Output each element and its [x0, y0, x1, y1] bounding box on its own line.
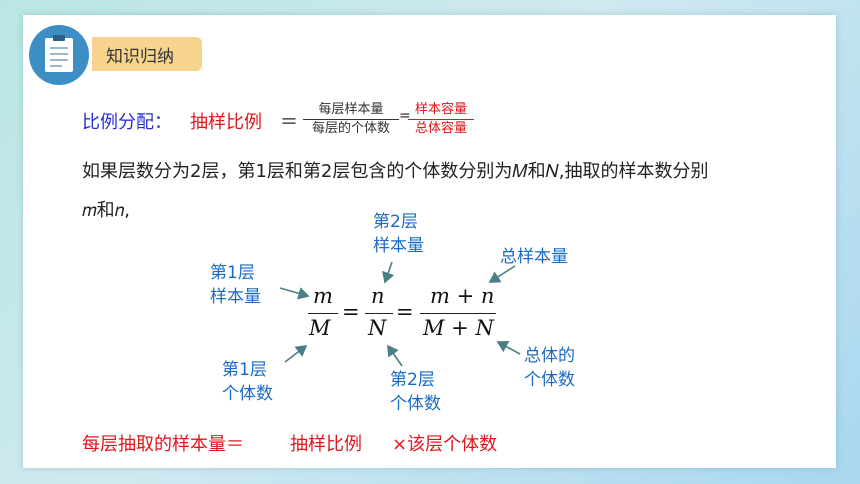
fraction1-denominator: 每层的个体数	[311, 121, 390, 136]
fraction-sample-per-layer: 每层样本量 每层的个体数	[303, 102, 399, 137]
arrow-total-pop	[496, 340, 521, 355]
arrow-layer2-sample	[382, 261, 395, 284]
clipboard-icon	[29, 25, 89, 85]
eq-bar-3	[420, 313, 496, 314]
eq-equals-2: =	[396, 300, 414, 324]
paragraph-line-2: 𝑚和𝑛,	[82, 200, 131, 221]
arrow-total-sample	[488, 265, 516, 283]
eq-m-plus-n: m + n	[430, 284, 495, 308]
section-title-tag: 知识归纳	[92, 37, 202, 71]
eq-equals-1: =	[342, 300, 360, 324]
annotation-total-sample: 总样本量	[500, 247, 568, 267]
eq-bar-1	[308, 313, 338, 314]
formula-equals: ＝	[280, 112, 298, 133]
formula-label: 比例分配：	[82, 112, 172, 133]
section-title: 知识归纳	[106, 47, 174, 67]
eq-N: N	[368, 316, 387, 340]
arrow-layer1-sample	[279, 287, 310, 300]
eq-M: M	[309, 316, 331, 340]
annotation-layer2-pop: 第2层 个体数	[390, 370, 441, 414]
eq-M-plus-N: M + N	[423, 316, 494, 340]
fraction2-denominator: 总体容量	[414, 121, 467, 136]
fraction1-numerator: 每层样本量	[318, 102, 384, 117]
annotation-layer1-sample: 第1层 样本量	[210, 263, 261, 307]
annotation-layer1-pop: 第1层 个体数	[222, 360, 273, 404]
fraction2-numerator: 样本容量	[414, 102, 467, 117]
content-card	[23, 15, 836, 468]
eq-n: n	[371, 284, 385, 308]
formula-term: 抽样比例	[190, 112, 262, 133]
formula-equals-2: =	[399, 108, 411, 124]
bottom-line-part2: 抽样比例	[290, 434, 362, 455]
annotation-total-pop: 总体的 个体数	[524, 346, 575, 390]
eq-m: m	[313, 284, 333, 308]
bottom-line-part3: ×该层个体数	[392, 434, 498, 455]
annotation-layer2-sample: 第2层 样本量	[373, 212, 424, 256]
paragraph-line-1: 如果层数分为2层，第1层和第2层包含的个体数分别为𝑀和𝑁,抽取的样本数分别	[82, 161, 709, 182]
arrow-layer1-pop	[284, 345, 308, 363]
eq-bar-2	[365, 313, 393, 314]
arrow-layer2-pop	[387, 344, 403, 367]
bottom-line-part1: 每层抽取的样本量＝	[82, 434, 244, 455]
fraction-sample-size: 样本容量 总体容量	[408, 102, 474, 137]
